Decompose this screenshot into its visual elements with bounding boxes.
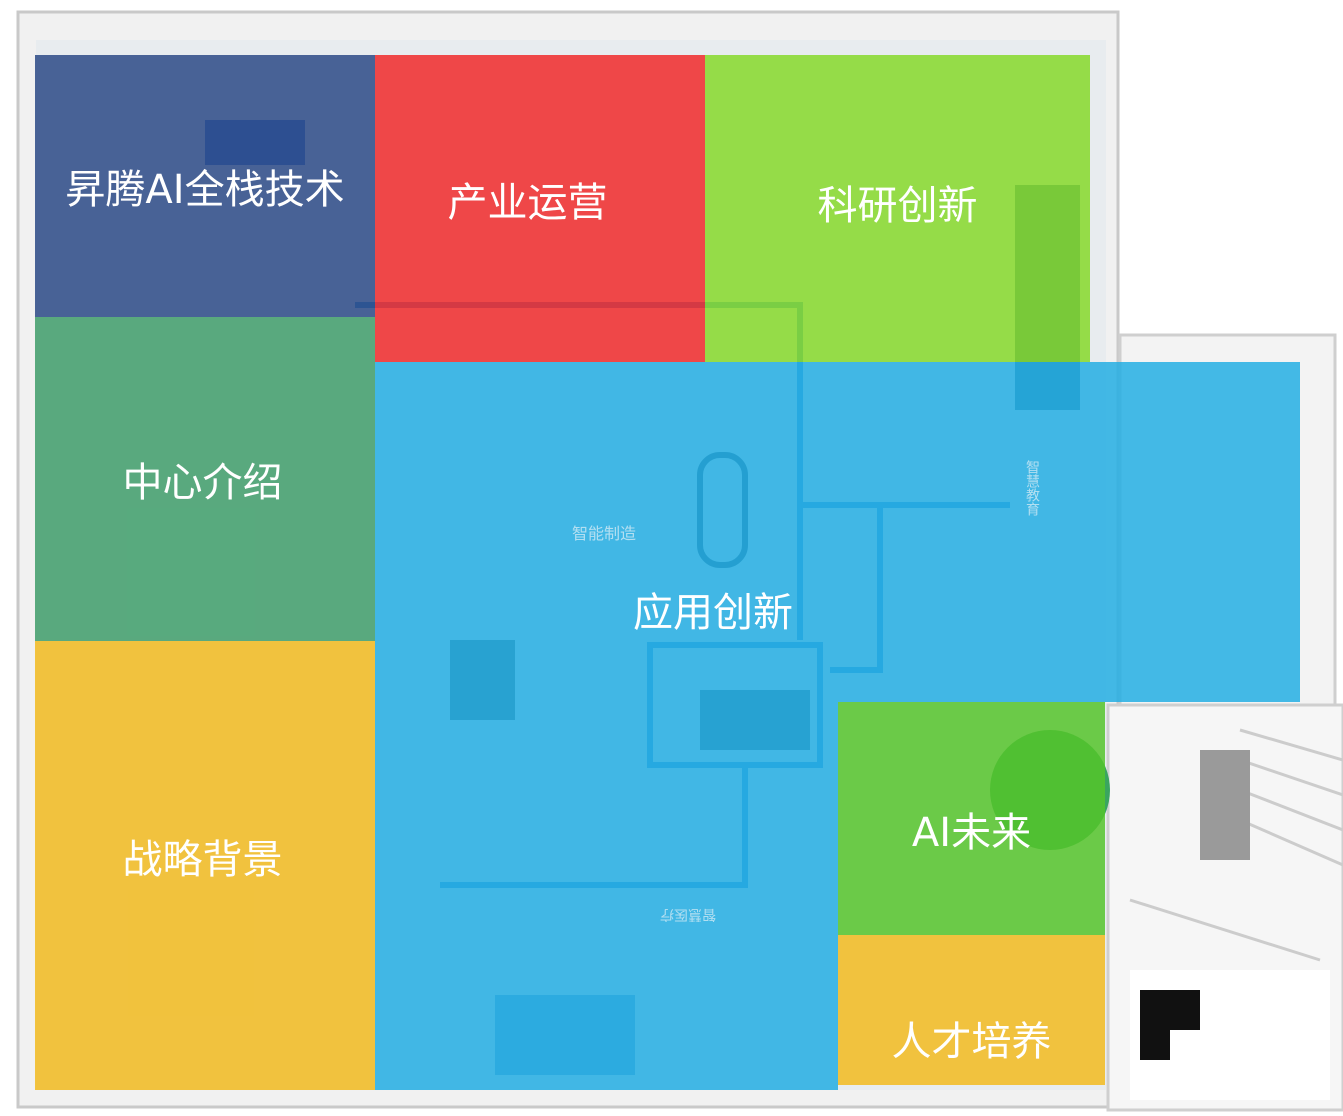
zone-label-ascend-ai-stack: 昇腾AI全栈技术 — [65, 167, 345, 213]
floor-sign-smart-education: 智慧教育 — [1024, 460, 1040, 516]
zone-talent-training: 人才培养 — [838, 935, 1105, 1085]
zone-ascend-ai-stack: 昇腾AI全栈技术 — [35, 55, 375, 317]
zone-label-strategy-background: 战略背景 — [122, 836, 283, 883]
zone-application-innovation — [375, 362, 1300, 702]
zone-label-application-innovation: 应用创新 — [633, 590, 793, 636]
stair-lines — [1129, 728, 1343, 962]
zone-application-innovation-lower — [375, 702, 838, 1090]
utility-cabinet — [1200, 750, 1250, 860]
floor-sign-smart-manufacturing: 智能制造 — [572, 524, 637, 543]
zone-label-ai-future: AI未来 — [911, 809, 1032, 856]
zone-strategy-background: 战略背景 — [35, 641, 375, 1090]
zone-industry-operation: 产业运营 — [375, 55, 705, 362]
zone-research-innovation: 科研创新 — [705, 55, 1090, 362]
floor-sign-smart-medical: 智慧医疗 — [660, 906, 716, 922]
zone-ai-future: AI未来 — [838, 702, 1105, 935]
zone-label-industry-operation: 产业运营 — [447, 180, 608, 226]
zone-label-talent-training: 人才培养 — [891, 1019, 1052, 1065]
shaft-opening — [1140, 990, 1200, 1060]
zone-label-research-innovation: 科研创新 — [817, 183, 978, 229]
zone-center-intro: 中心介绍 — [35, 317, 375, 641]
zone-label-center-intro: 中心介绍 — [122, 460, 283, 506]
